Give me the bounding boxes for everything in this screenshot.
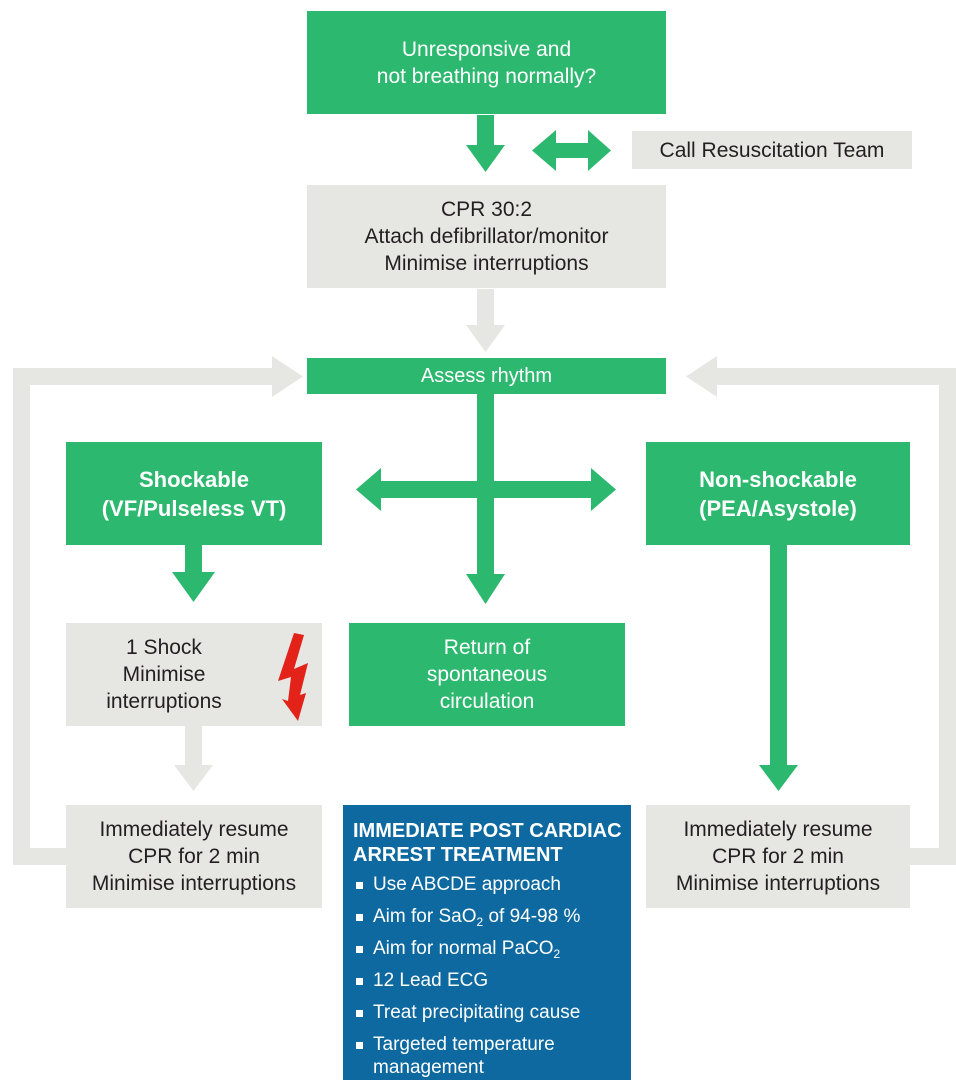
shock-line-3: interruptions: [106, 690, 222, 713]
arrow-start-to-cpr: [466, 115, 505, 172]
call-team-label: Call Resuscitation Team: [659, 138, 885, 162]
list-item-ecg: 12 Lead ECG: [353, 969, 623, 992]
paco2-text: Aim for normal PaCO: [373, 938, 554, 959]
shock-line-2: Minimise: [122, 663, 206, 686]
paco2-subscript: 2: [553, 947, 561, 961]
sao2-subscript: 2: [476, 915, 484, 929]
list-item-paco2: Aim for normal PaCO2: [353, 937, 623, 960]
list-item-abcde: Use ABCDE approach: [353, 873, 623, 896]
resume-cpr-left-box: Immediately resume CPR for 2 min Minimis…: [66, 805, 322, 908]
resume-right-line-1: Immediately resume: [683, 818, 873, 841]
cpr-line-1: CPR 30:2: [440, 198, 533, 221]
non-shockable-line-2: (PEA/Asystole): [699, 495, 857, 521]
arrow-shockable-to-shock: [172, 545, 215, 602]
lightning-bolt-icon: [278, 633, 308, 721]
assess-rhythm-box: Assess rhythm: [307, 358, 666, 394]
arrow-cpr-to-assess: [466, 289, 505, 352]
shockable-line-1: Shockable: [138, 466, 250, 492]
loop-arrow-right: [686, 356, 956, 865]
arrow-shock-to-resume: [174, 726, 213, 791]
resume-cpr-right-box: Immediately resume CPR for 2 min Minimis…: [646, 805, 910, 908]
sao2-range: of 94-98 %: [483, 906, 581, 927]
rosc-line-1: Return of: [443, 636, 531, 659]
list-item-ttm: Targeted temperature management: [353, 1033, 623, 1079]
shockable-box: Shockable (VF/Pulseless VT): [66, 442, 322, 545]
ttm-line-1: Targeted temperature: [373, 1034, 555, 1055]
non-shockable-box: Non-shockable (PEA/Asystole): [646, 442, 910, 545]
non-shockable-line-1: Non-shockable: [699, 466, 857, 492]
unresponsive-box: Unresponsive and not breathing normally?: [307, 11, 666, 114]
rosc-box: Return of spontaneous circulation: [349, 623, 625, 726]
shock-box: 1 Shock Minimise interruptions: [66, 623, 322, 726]
post-arrest-list: Use ABCDE approach Aim for SaO2 of 94-98…: [353, 873, 623, 1079]
arrow-horizontal-double: [356, 468, 616, 511]
unresponsive-line-2: not breathing normally?: [376, 64, 597, 88]
cpr-box: CPR 30:2 Attach defibrillator/monitor Mi…: [307, 185, 666, 288]
cpr-line-2: Attach defibrillator/monitor: [364, 225, 609, 248]
abcde-text: Use ABCDE approach: [373, 874, 561, 895]
shockable-line-2: (VF/Pulseless VT): [101, 495, 287, 521]
list-item-sao2: Aim for SaO2 of 94-98 %: [353, 905, 623, 928]
resume-right-line-3: Minimise interruptions: [675, 872, 881, 895]
rosc-line-3: circulation: [439, 690, 535, 713]
ttm-line-2: management: [373, 1057, 484, 1078]
arrow-call-team: [532, 130, 611, 171]
post-arrest-title: IMMEDIATE POST CARDIAC ARREST TREATMENT: [353, 819, 623, 867]
resume-left-line-2: CPR for 2 min: [128, 845, 260, 868]
cpr-line-3: Minimise interruptions: [384, 252, 589, 275]
post-arrest-treatment-box: IMMEDIATE POST CARDIAC ARREST TREATMENT …: [343, 805, 631, 1080]
post-arrest-title-line-1: IMMEDIATE POST CARDIAC: [353, 820, 622, 842]
sao2-text: Aim for SaO: [373, 906, 477, 927]
loop-arrow-left: [13, 356, 303, 865]
shock-line-1: 1 Shock: [126, 636, 202, 659]
call-team-box: Call Resuscitation Team: [632, 131, 912, 169]
resume-left-line-1: Immediately resume: [99, 818, 289, 841]
cause-text: Treat precipitating cause: [373, 1002, 581, 1023]
ecg-text: 12 Lead ECG: [373, 970, 489, 991]
arrow-nonshockable-to-resume: [759, 545, 798, 791]
resume-right-line-2: CPR for 2 min: [712, 845, 844, 868]
assess-rhythm-label: Assess rhythm: [420, 364, 553, 387]
rosc-line-2: spontaneous: [426, 663, 548, 686]
arrow-assess-to-rosc: [466, 393, 505, 604]
post-arrest-title-line-2: ARREST TREATMENT: [353, 844, 563, 866]
list-item-cause: Treat precipitating cause: [353, 1001, 623, 1024]
unresponsive-line-1: Unresponsive and: [401, 37, 572, 61]
resume-left-line-3: Minimise interruptions: [91, 872, 297, 895]
